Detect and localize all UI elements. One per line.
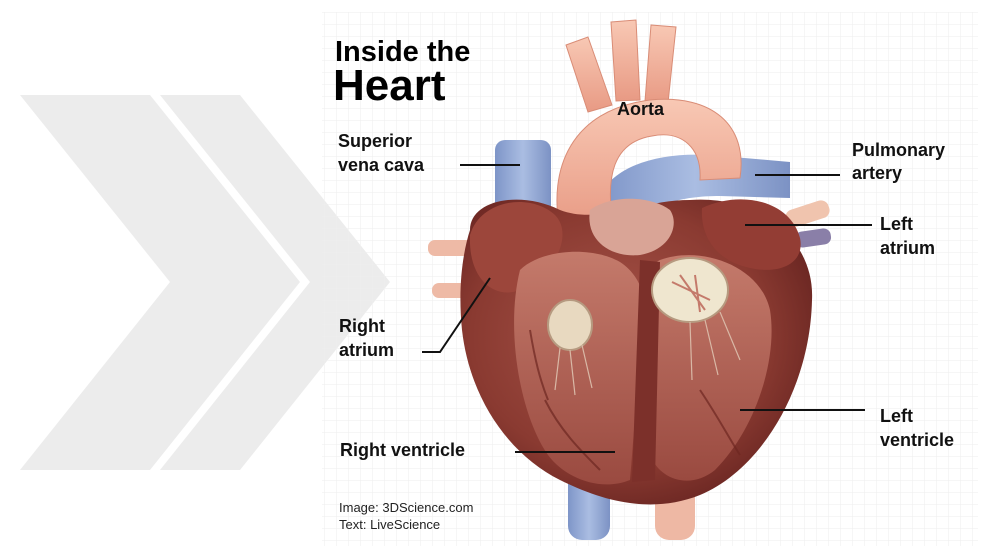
label-left-ventricle-2: ventricle: [880, 430, 954, 451]
credit-image: Image: 3DScience.com: [339, 500, 473, 516]
label-right-ventricle: Right ventricle: [340, 440, 465, 461]
label-pulmonary-artery-2: artery: [852, 163, 902, 184]
label-superior-vena-cava-1: Superior: [338, 131, 412, 152]
label-left-atrium-2: atrium: [880, 238, 935, 259]
credit-text: Text: LiveScience: [339, 517, 440, 533]
tricuspid-valve: [548, 300, 592, 350]
label-pulmonary-artery-1: Pulmonary: [852, 140, 945, 161]
label-aorta: Aorta: [617, 99, 664, 120]
label-right-atrium-1: Right: [339, 316, 385, 337]
label-left-ventricle-1: Left: [880, 406, 913, 427]
label-left-atrium-1: Left: [880, 214, 913, 235]
label-superior-vena-cava-2: vena cava: [338, 155, 424, 176]
title-line-2: Heart: [333, 63, 446, 109]
label-right-atrium-2: atrium: [339, 340, 394, 361]
